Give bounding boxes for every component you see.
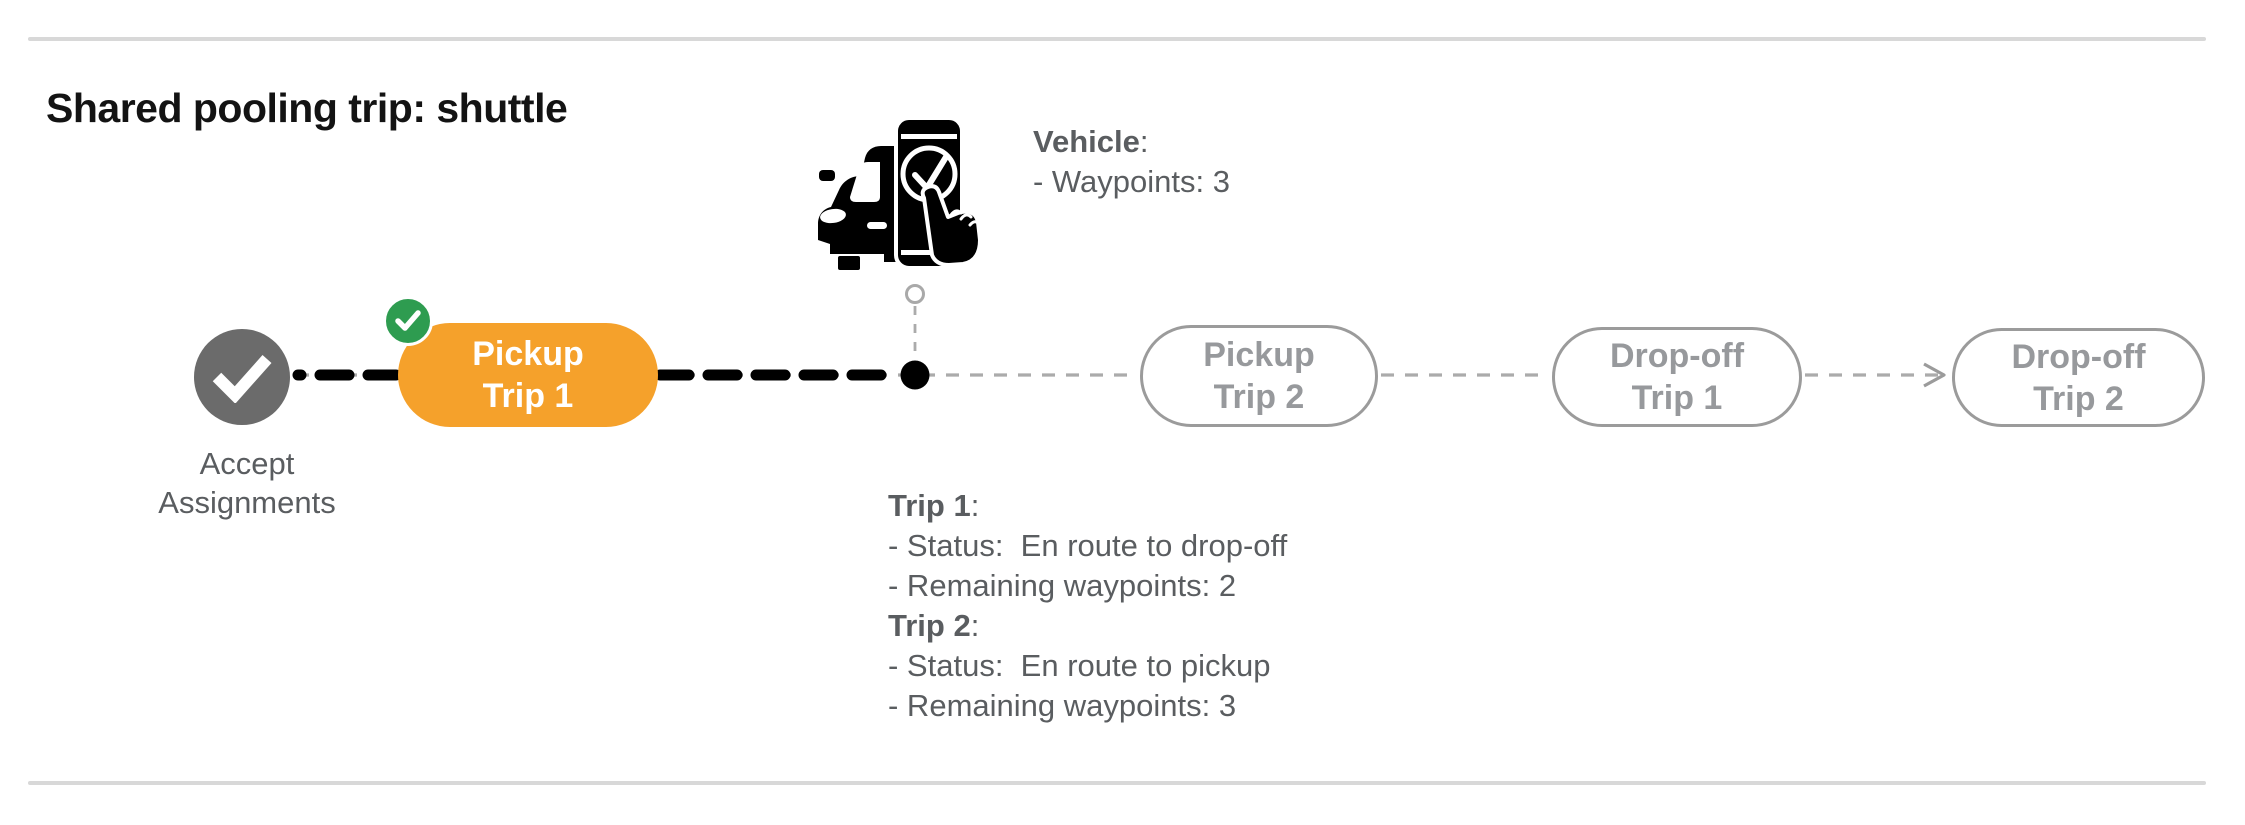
pill-label-line2: Trip 2 — [2033, 379, 2124, 418]
node-dropoff-trip-1: Drop-off Trip 1 — [1552, 327, 1802, 427]
trip2-status: - Status: En route to pickup — [888, 648, 1271, 683]
top-divider — [28, 37, 2206, 41]
current-position-dot — [900, 360, 930, 390]
accept-assignments-node — [194, 329, 290, 425]
trip2-title: Trip 2: — [888, 608, 980, 643]
node-dropoff-trip-2: Drop-off Trip 2 — [1952, 328, 2205, 427]
pill-label-line2: Trip 1 — [1631, 379, 1723, 417]
pill-label-line1: Drop-off — [2011, 337, 2146, 376]
vehicle-marker-icon — [905, 284, 925, 304]
node-pickup-trip-2: Pickup Trip 2 — [1140, 325, 1378, 427]
completed-badge — [383, 296, 433, 346]
pill-label-line1: Drop-off — [1609, 337, 1745, 375]
pill-label-line2: Trip 2 — [1213, 378, 1305, 416]
vehicle-check-in-icon — [818, 116, 982, 270]
check-icon — [395, 310, 421, 331]
node-pickup-trip-1: Pickup Trip 1 — [398, 323, 658, 427]
trip1-waypoints: - Remaining waypoints: 2 — [888, 568, 1237, 603]
trip1-title: Trip 1: — [888, 488, 980, 523]
pill-label-line1: Pickup — [472, 335, 584, 373]
bottom-divider — [28, 781, 2206, 785]
pill-label-line1: Pickup — [1203, 336, 1315, 374]
arrowhead-icon — [1923, 362, 1946, 388]
page-title: Shared pooling trip: shuttle — [46, 85, 568, 132]
pill-label-line2: Trip 1 — [482, 377, 574, 415]
vehicle-info-panel: Vehicle: - Waypoints: 3 — [1033, 122, 1230, 202]
trip1-status: - Status: En route to drop-off — [888, 528, 1288, 563]
vehicle-waypoints: - Waypoints: 3 — [1033, 164, 1230, 199]
vehicle-info-title: Vehicle: — [1033, 124, 1149, 159]
check-icon — [212, 355, 272, 403]
trip-status-panel: Trip 1: - Status: En route to drop-off -… — [888, 486, 1287, 726]
trip2-waypoints: - Remaining waypoints: 3 — [888, 688, 1237, 723]
